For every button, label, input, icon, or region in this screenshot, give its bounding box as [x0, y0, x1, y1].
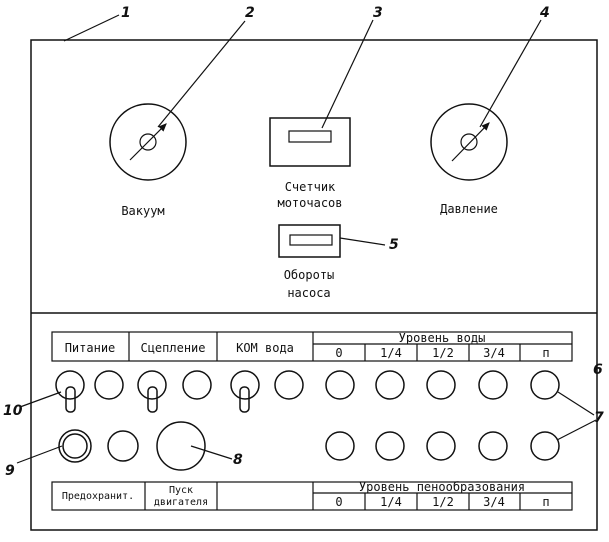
foam-level-1-2: 1/2	[432, 495, 454, 509]
clutch-label: Сцепление	[140, 341, 205, 355]
vacuum-gauge	[109, 103, 187, 181]
callout-6: 6	[593, 362, 603, 378]
foam-level-title: Уровень пенообразования	[359, 480, 525, 494]
pump-rpm-label-line1: Обороты	[284, 268, 335, 282]
engine-start-button[interactable]	[156, 421, 206, 471]
water-level-lamp-1-4	[375, 370, 405, 400]
panel-outline	[30, 39, 598, 531]
fuse-holder[interactable]	[58, 429, 92, 463]
callout-8: 8	[233, 452, 243, 468]
foam-level-lamp-0	[325, 431, 355, 461]
fuse-label: Предохранит.	[62, 491, 134, 502]
power-indicator-lamp	[94, 370, 124, 400]
clutch-toggle-switch[interactable]	[137, 370, 167, 413]
foam-level-3-4: 3/4	[483, 495, 505, 509]
fuse-indicator-lamp	[107, 430, 139, 462]
leader-lines	[16, 14, 597, 464]
pto-water-indicator-lamp	[274, 370, 304, 400]
water-level-1-4: 1/4	[380, 346, 402, 360]
callout-5: 5	[389, 237, 399, 253]
pump-rpm-label-line2: насоса	[287, 286, 330, 300]
hour-meter-label-line1: Счетчик	[285, 180, 336, 194]
water-level-lamp-0	[325, 370, 355, 400]
foam-level-lamp-3-4	[478, 431, 508, 461]
engine-start-label-line1: Пуск	[169, 485, 193, 496]
hour-meter-label-line2: моточасов	[277, 196, 342, 210]
bottom-label-strip	[51, 481, 573, 511]
callout-2: 2	[245, 5, 255, 21]
engine-start-label-line2: двигателя	[154, 497, 208, 508]
power-toggle-switch[interactable]	[55, 370, 85, 413]
callout-1: 1	[121, 5, 131, 21]
water-level-1-2: 1/2	[432, 346, 454, 360]
vacuum-label: Вакуум	[121, 204, 164, 218]
pto-water-toggle-switch[interactable]	[230, 370, 260, 413]
clutch-indicator-lamp	[182, 370, 212, 400]
callout-7: 7	[594, 410, 604, 426]
callout-3: 3	[373, 5, 383, 21]
water-level-lamp-1-2	[426, 370, 456, 400]
water-level-0: 0	[335, 346, 342, 360]
pump-rpm-meter	[278, 224, 341, 258]
callout-4: 4	[539, 5, 550, 21]
top-label-strip	[51, 331, 573, 362]
water-level-title: Уровень воды	[399, 331, 486, 345]
foam-level-full: п	[542, 495, 549, 509]
foam-level-0: 0	[335, 495, 342, 509]
pressure-gauge	[430, 103, 508, 181]
power-label: Питание	[65, 341, 116, 355]
pressure-label: Давление	[440, 202, 498, 216]
water-level-3-4: 3/4	[483, 346, 505, 360]
water-level-lamp-3-4	[478, 370, 508, 400]
foam-level-lamp-1-2	[426, 431, 456, 461]
foam-level-lamp-1-4	[375, 431, 405, 461]
hour-meter	[269, 117, 351, 167]
foam-level-lamp-full	[530, 431, 560, 461]
callout-9: 9	[5, 463, 15, 479]
pto-water-label: КОМ вода	[236, 341, 294, 355]
water-level-lamp-full	[530, 370, 560, 400]
water-level-full: п	[542, 346, 549, 360]
foam-level-1-4: 1/4	[380, 495, 402, 509]
callout-10: 10	[3, 403, 23, 419]
